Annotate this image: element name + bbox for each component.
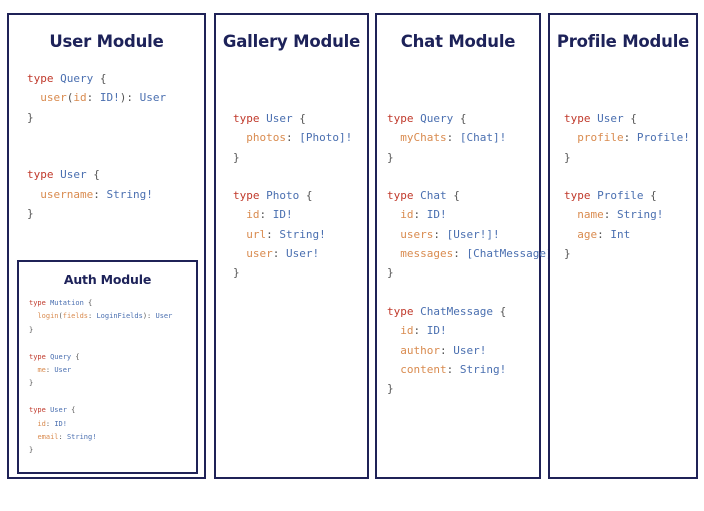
module-card-gallery[interactable]: Gallery Module type User { photos: [Phot…	[214, 13, 369, 479]
module-card-chat[interactable]: Chat Module type Query { myChats: [Chat]…	[375, 13, 560, 479]
module-title-auth: Auth Module	[63, 272, 152, 287]
module-title-user: User Module	[49, 32, 164, 51]
module-code-gallery: type User { photos: [Photo]! } type Phot…	[233, 112, 353, 280]
module-card-profile[interactable]: Profile Module type User { profile: Prof…	[548, 13, 698, 479]
module-title-gallery: Gallery Module	[222, 32, 361, 51]
module-card-auth[interactable]: Auth Module type Mutation { login(fields…	[17, 260, 198, 474]
module-card-user[interactable]: User Module type Query { user(id: ID!): …	[7, 13, 206, 479]
module-title-chat: Chat Module	[400, 32, 516, 51]
module-title-profile: Profile Module	[556, 32, 690, 51]
module-code-chat: type Query { myChats: [Chat]! } type Cha…	[387, 112, 560, 396]
module-code-auth: type Mutation { login(fields: LoginField…	[29, 299, 173, 455]
module-code-user: type Query { user(id: ID!): User } type …	[27, 72, 167, 221]
module-code-profile: type User { profile: Profile! } type Pro…	[564, 112, 690, 261]
